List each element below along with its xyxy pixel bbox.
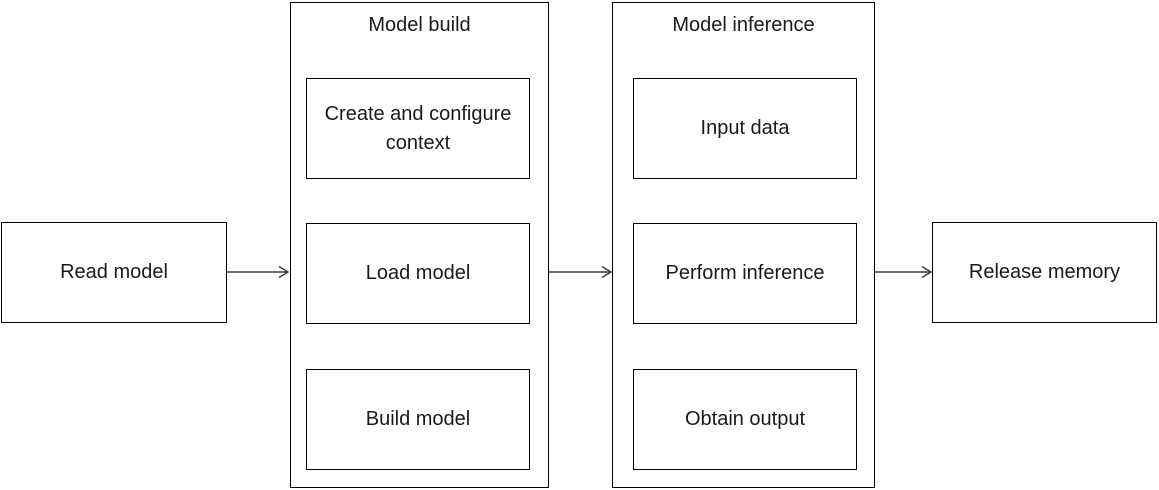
group-model-build: Model build Create and configure context… (290, 2, 549, 488)
step-load-model: Load model (306, 223, 530, 324)
group-model-inference-title: Model inference (672, 14, 815, 36)
step-obtain-output: Obtain output (633, 369, 857, 470)
step-label: Create and configure context (324, 102, 512, 154)
step-label: Load model (365, 262, 471, 284)
arrow-read-model-to-model-build (227, 265, 290, 279)
node-read-model-label: Read model (60, 261, 168, 283)
step-input-data: Input data (633, 78, 857, 179)
group-model-build-title: Model build (368, 14, 471, 36)
group-model-inference: Model inference Input data Perform infer… (612, 2, 875, 488)
node-read-model: Read model (1, 222, 227, 323)
step-perform-inference: Perform inference (633, 223, 857, 324)
step-build-model: Build model (306, 369, 530, 470)
step-label: Perform inference (665, 262, 825, 284)
node-release-memory-label: Release memory (968, 261, 1121, 283)
step-label: Obtain output (684, 408, 806, 430)
arrow-model-build-to-model-inference (549, 265, 613, 279)
step-create-and-configure-context: Create and configure context (306, 78, 530, 179)
node-release-memory: Release memory (932, 222, 1157, 323)
step-label: Build model (365, 408, 471, 430)
arrow-model-inference-to-release-memory (875, 265, 933, 279)
step-label: Input data (700, 117, 790, 139)
